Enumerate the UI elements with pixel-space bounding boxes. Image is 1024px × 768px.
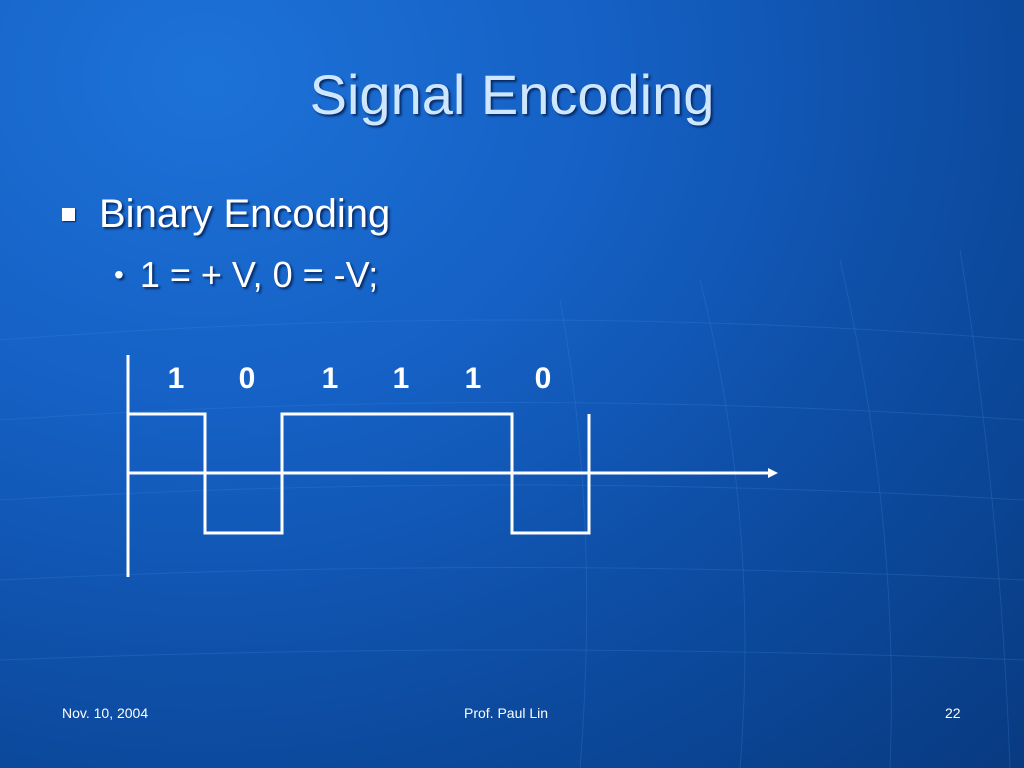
bit-label: 1 bbox=[322, 362, 339, 395]
signal-waveform bbox=[128, 412, 591, 535]
time-axis-arrow-icon bbox=[768, 468, 778, 478]
sub-bullet-item: • 1 = + V, 0 = -V; bbox=[114, 254, 378, 296]
bit-label: 1 bbox=[168, 362, 185, 395]
bullet-item: Binary Encoding bbox=[62, 192, 390, 237]
bit-label: 0 bbox=[239, 362, 256, 395]
dot-bullet-icon: • bbox=[114, 259, 124, 290]
bit-label: 1 bbox=[465, 362, 482, 395]
bit-label: 0 bbox=[535, 362, 552, 395]
footer-page-number: 22 bbox=[945, 705, 961, 721]
slide-title: Signal Encoding bbox=[309, 63, 715, 126]
footer-author: Prof. Paul Lin bbox=[464, 705, 549, 721]
bullet-text: Binary Encoding bbox=[99, 192, 391, 236]
square-bullet-icon bbox=[62, 208, 75, 221]
footer-date: Nov. 10, 2004 bbox=[62, 705, 149, 721]
bit-label: 1 bbox=[393, 362, 410, 395]
sub-bullet-text: 1 = + V, 0 = -V; bbox=[139, 254, 379, 295]
